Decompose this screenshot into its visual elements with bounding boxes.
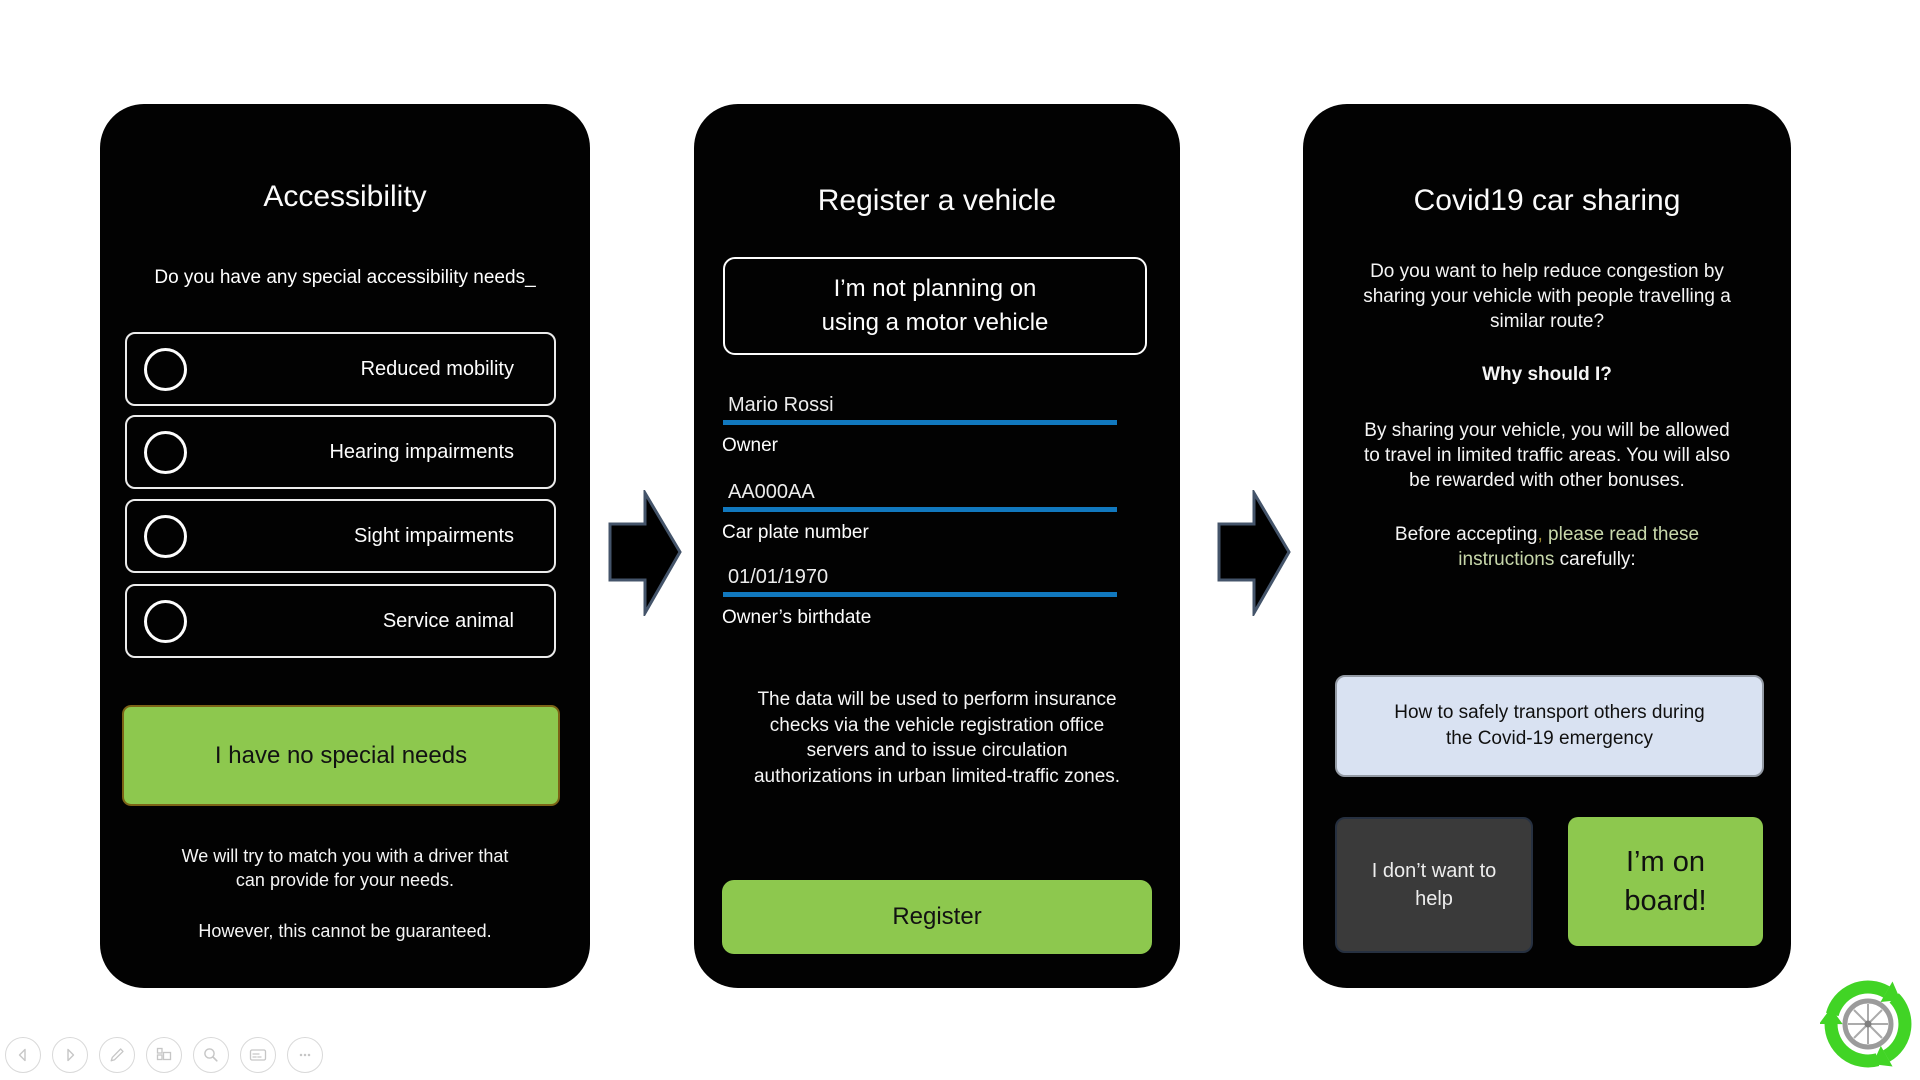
- paragraph-line: be rewarded with other bonuses.: [1409, 470, 1685, 491]
- button-line: help: [1415, 888, 1453, 910]
- info-box-line: How to safely transport others during: [1394, 702, 1705, 723]
- paragraph-line: sharing your vehicle with people travell…: [1363, 286, 1731, 307]
- more-options-icon: [299, 1053, 311, 1057]
- field-underline: [723, 420, 1117, 425]
- button-line: board!: [1624, 884, 1707, 917]
- zoom-icon: [204, 1048, 218, 1062]
- see-all-slides-icon: [156, 1047, 172, 1061]
- car-plate-label: Car plate number: [722, 522, 869, 543]
- info-box-line: the Covid-19 emergency: [1446, 728, 1653, 749]
- field-underline: [723, 592, 1117, 597]
- paragraph-line: to travel in limited traffic areas. You …: [1363, 445, 1731, 466]
- car-plate-input[interactable]: AA000AA: [728, 481, 815, 503]
- button-line: using a motor vehicle: [821, 309, 1049, 336]
- match-driver-note: We will try to match you with a driver t…: [130, 844, 560, 892]
- paragraph-line: similar route?: [1489, 311, 1605, 332]
- note-line: We will try to match you with a driver t…: [181, 846, 509, 866]
- no-special-needs-button[interactable]: I have no special needs: [122, 705, 560, 806]
- notice-comma: ,: [1537, 524, 1543, 545]
- option-label: Reduced mobility: [360, 357, 514, 380]
- field-underline: [723, 507, 1117, 512]
- option-label: Hearing impairments: [329, 440, 514, 463]
- benefits-paragraph: By sharing your vehicle, you will be all…: [1311, 418, 1783, 493]
- option-label: Sight impairments: [353, 524, 514, 547]
- previous-slide-icon: [18, 1048, 26, 1062]
- button-line: I’m not planning on: [833, 275, 1037, 302]
- pen-icon: [110, 1048, 124, 1062]
- read-instructions-notice: Before accepting, please read these inst…: [1311, 522, 1783, 572]
- register-button[interactable]: Register: [722, 880, 1152, 954]
- page-title: Accessibility: [263, 180, 427, 213]
- button-line: I don’t want to: [1371, 860, 1497, 882]
- notice-line: instructions carefully:: [1311, 547, 1783, 572]
- disclaimer-line: servers and to issue circulation: [806, 740, 1068, 761]
- previous-slide-button[interactable]: [5, 1037, 41, 1073]
- why-should-i-heading: Why should I?: [1482, 364, 1612, 385]
- option-label: Service animal: [382, 609, 514, 632]
- option-reduced-mobility[interactable]: Reduced mobility: [125, 332, 556, 406]
- see-all-slides-button[interactable]: [146, 1037, 182, 1073]
- birthdate-label: Owner’s birthdate: [722, 607, 872, 628]
- safety-instructions-link[interactable]: How to safely transport others during th…: [1335, 675, 1764, 777]
- disclaimer-line: The data will be used to perform insuran…: [757, 689, 1117, 710]
- no-guarantee-note: However, this cannot be guaranteed.: [198, 921, 492, 941]
- radio-circle[interactable]: [144, 514, 187, 558]
- next-slide-button[interactable]: [52, 1037, 88, 1073]
- more-options-button[interactable]: [287, 1037, 323, 1073]
- radio-circle[interactable]: [144, 430, 187, 474]
- paragraph-line: By sharing your vehicle, you will be all…: [1364, 420, 1730, 441]
- disclaimer-line: authorizations in urban limited-traffic …: [753, 765, 1121, 787]
- notice-highlight: please read these: [1542, 524, 1700, 545]
- pen-tool-button[interactable]: [99, 1037, 135, 1073]
- congestion-question: Do you want to help reduce congestion by…: [1311, 259, 1783, 334]
- decline-button[interactable]: I don’t want to help: [1335, 817, 1533, 953]
- notice-highlight: instructions: [1458, 549, 1555, 570]
- note-line: can provide for your needs.: [235, 870, 455, 890]
- accessibility-screen: Accessibility Do you have any special ac…: [100, 104, 590, 988]
- paragraph-line: Do you want to help reduce congestion by: [1370, 261, 1724, 282]
- notice-line: Before accepting, please read these: [1311, 522, 1783, 547]
- subtitles-icon: [249, 1049, 267, 1061]
- notice-text: Before accepting: [1394, 524, 1538, 545]
- register-vehicle-screen: Register a vehicle I’m not planning on u…: [694, 104, 1180, 988]
- owner-input[interactable]: Mario Rossi: [728, 394, 834, 416]
- page-title: Register a vehicle: [817, 184, 1057, 217]
- option-sight-impairments[interactable]: Sight impairments: [125, 499, 556, 573]
- birthdate-input[interactable]: 01/01/1970: [728, 566, 829, 588]
- data-usage-disclaimer: The data will be used to perform insuran…: [712, 687, 1162, 789]
- radio-circle[interactable]: [144, 599, 187, 643]
- owner-label: Owner: [722, 435, 778, 456]
- notice-text: carefully:: [1554, 549, 1636, 570]
- accessibility-question: Do you have any special accessibility ne…: [154, 267, 536, 288]
- zoom-slide-button[interactable]: [193, 1037, 229, 1073]
- subtitles-button[interactable]: [240, 1037, 276, 1073]
- accept-button[interactable]: I’m on board!: [1568, 817, 1763, 946]
- next-slide-icon: [67, 1048, 75, 1062]
- option-hearing-impairments[interactable]: Hearing impairments: [125, 415, 556, 489]
- button-line: I’m on: [1626, 845, 1705, 878]
- disclaimer-line: checks via the vehicle registration offi…: [769, 714, 1105, 736]
- recycle-wheel-logo: [1820, 980, 1916, 1074]
- radio-circle[interactable]: [144, 347, 187, 391]
- option-service-animal[interactable]: Service animal: [125, 584, 556, 658]
- covid-car-sharing-screen: Covid19 car sharing Do you want to help …: [1303, 104, 1791, 988]
- page-title: Covid19 car sharing: [1413, 184, 1681, 217]
- flow-arrow-icon: [1217, 490, 1291, 616]
- flow-arrow-icon: [608, 490, 682, 616]
- not-planning-button[interactable]: I’m not planning on using a motor vehicl…: [723, 257, 1147, 355]
